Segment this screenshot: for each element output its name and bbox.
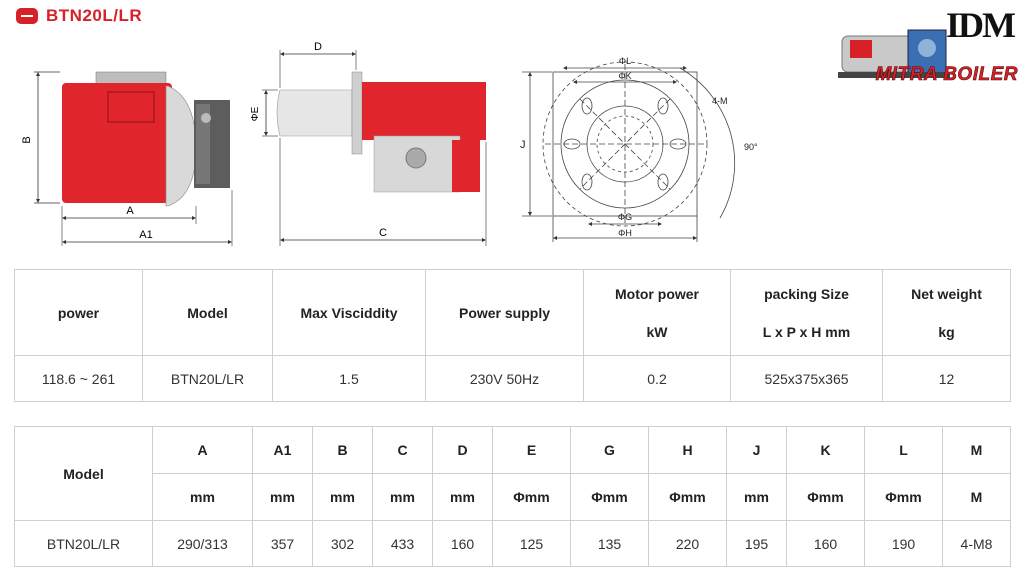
dim-header-col: J: [726, 426, 787, 474]
dim-header-col: E: [492, 426, 571, 474]
dim-header-col: M: [942, 426, 1011, 474]
boiler-picture: [838, 29, 950, 78]
dim-cell: 160: [786, 520, 865, 567]
front-view-drawing: [34, 71, 233, 246]
flange-view-drawing: [522, 61, 736, 242]
dim-label-m: 4-M: [712, 96, 728, 106]
title-bar: BTN20L/LR: [16, 6, 142, 26]
dim-label-c: C: [379, 227, 387, 239]
dim-label-d: D: [314, 41, 322, 53]
dim-label-k: ΦK: [618, 71, 631, 81]
dim-unit-cell: Φmm: [648, 473, 727, 521]
dim-cell-model: BTN20L/LR: [14, 520, 153, 567]
dim-label-h: ΦH: [618, 228, 632, 238]
dim-label-e: ΦE: [250, 106, 261, 121]
dim-unit-cell: mm: [152, 473, 253, 521]
dim-cell: 220: [648, 520, 727, 567]
table-row: BTN20L/LR 290/313 357 302 433 160 125 13…: [14, 520, 1011, 567]
dim-unit-cell: mm: [726, 473, 787, 521]
dim-cell: 135: [570, 520, 649, 567]
dim-cell: 302: [312, 520, 373, 567]
dim-unit-row: mm mm mm mm mm Φmm Φmm Φmm mm Φmm Φmm M: [15, 473, 1011, 521]
spec-cell-viscosity: 1.5: [272, 355, 426, 402]
dim-label-j: J: [520, 139, 526, 151]
side-view-drawing: [262, 50, 487, 246]
dim-cell: 125: [492, 520, 571, 567]
minus-icon: [16, 8, 38, 24]
dim-header-col: C: [372, 426, 433, 474]
spec-header-row: power Model Max Visciddity Power supply …: [14, 269, 1011, 356]
dim-unit-cell: Φmm: [864, 473, 943, 521]
spec-cell-packing-size: 525x375x365: [730, 355, 883, 402]
dim-unit-cell: M: [942, 473, 1011, 521]
brand-name: MITRA BOILER: [875, 64, 1018, 86]
dim-header-col: G: [570, 426, 649, 474]
dim-label-a1: A1: [139, 229, 152, 241]
spec-cell-power-supply: 230V 50Hz: [425, 355, 584, 402]
dim-cell: 290/313: [152, 520, 253, 567]
dim-cell: 357: [252, 520, 313, 567]
dim-cell: 433: [372, 520, 433, 567]
dim-cell: 195: [726, 520, 787, 567]
dim-header-col: A: [152, 426, 253, 474]
table-row: 118.6 ~ 261 BTN20L/LR 1.5 230V 50Hz 0.2 …: [14, 355, 1011, 402]
dim-label-g: ΦG: [618, 212, 632, 222]
dim-unit-cell: Φmm: [786, 473, 865, 521]
dim-header-col: D: [432, 426, 493, 474]
spec-cell-motor-power: 0.2: [583, 355, 731, 402]
spec-header-viscosity: Max Visciddity: [272, 269, 426, 356]
spec-header-model: Model: [142, 269, 273, 356]
dim-header-col: B: [312, 426, 373, 474]
dim-cell: 160: [432, 520, 493, 567]
dim-unit-cell: Φmm: [570, 473, 649, 521]
dim-cell: 4-M8: [942, 520, 1011, 567]
brand-logo: IDM MITRA BOILER: [820, 4, 1020, 94]
dim-label-angle: 90°: [744, 142, 758, 152]
spec-header-power-supply: Power supply: [425, 269, 584, 356]
dim-header-row: Model A A1 B C D E G H J K L M: [14, 426, 1011, 521]
dim-unit-cell: mm: [432, 473, 493, 521]
dim-header-col: K: [786, 426, 865, 474]
brand-logo-idm: IDM: [946, 5, 1016, 45]
spec-cell-net-weight: 12: [882, 355, 1011, 402]
dim-unit-cell: mm: [312, 473, 373, 521]
spec-cell-model: BTN20L/LR: [142, 355, 273, 402]
dim-unit-cell: mm: [372, 473, 433, 521]
dim-header-col: L: [864, 426, 943, 474]
dimension-table: Model A A1 B C D E G H J K L M mm mm mm …: [14, 426, 1011, 567]
dim-label-b: B: [21, 136, 33, 143]
technical-drawing: B A A1 D ΦE C: [21, 41, 758, 246]
dim-cell: 190: [864, 520, 943, 567]
spec-table: power Model Max Visciddity Power supply …: [14, 269, 1011, 402]
dim-label-a: A: [126, 205, 134, 217]
dim-label-l: ΦL: [619, 56, 631, 66]
spec-cell-power: 118.6 ~ 261: [14, 355, 143, 402]
dim-unit-cell: Φmm: [492, 473, 571, 521]
dim-unit-cell: mm: [252, 473, 313, 521]
dim-header-col: H: [648, 426, 727, 474]
dim-header-model: Model: [14, 426, 153, 521]
spec-header-power: power: [14, 269, 143, 356]
page-title: BTN20L/LR: [46, 6, 143, 25]
dim-header-col: A1: [252, 426, 313, 474]
